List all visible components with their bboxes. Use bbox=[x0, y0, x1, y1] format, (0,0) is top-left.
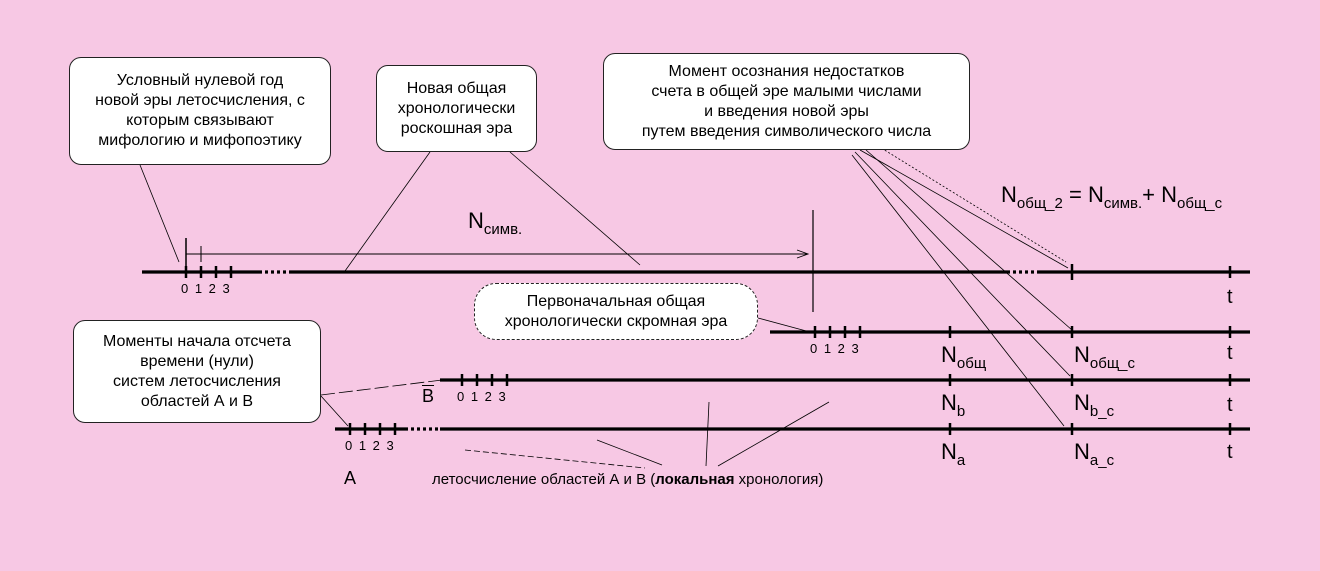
label-area-a: A bbox=[344, 468, 357, 488]
label-n-symb: Nсимв. bbox=[468, 208, 523, 238]
label-area-b: B bbox=[422, 386, 435, 406]
ptr-legend-1 bbox=[464, 449, 646, 469]
label-n-b-c: Nb_c bbox=[1074, 390, 1115, 420]
ptr-origins-a bbox=[320, 395, 349, 427]
legend-local-chronology: летосчисление областей А и В (локальная … bbox=[432, 471, 824, 488]
ticks-area-a: 0 1 2 3 bbox=[345, 438, 396, 453]
ptr-original-era bbox=[757, 317, 811, 333]
label-n-a-c: Na_c bbox=[1074, 439, 1115, 469]
ptr-origins-b bbox=[320, 379, 443, 396]
ptr-moment-2 bbox=[865, 149, 1073, 331]
callout-original-era: Первоначальная общая хронологически скро… bbox=[474, 283, 758, 340]
ptr-zero-year bbox=[139, 164, 180, 263]
formula-n-obsch-2: Nобщ_2 = Nсимв.+ Nобщ_с bbox=[1001, 182, 1223, 212]
label-t-3: t bbox=[1227, 394, 1233, 416]
label-n-b: Nb bbox=[941, 390, 966, 420]
callout-zero-year: Условный нулевой год новой эры летосчисл… bbox=[69, 57, 331, 165]
ticks-new-era: 0 1 2 3 bbox=[181, 281, 232, 296]
label-n-obsch-c: Nобщ_с bbox=[1074, 342, 1136, 372]
ptr-moment-4 bbox=[851, 154, 1065, 427]
ptr-legend-2 bbox=[596, 439, 663, 466]
ptr-legend-4 bbox=[717, 401, 830, 467]
ticks-area-b: 0 1 2 3 bbox=[457, 389, 508, 404]
ptr-moment-5 bbox=[877, 145, 1067, 263]
ptr-new-era-1 bbox=[344, 151, 431, 272]
callout-origins: Моменты начала отсчета времени (нули) си… bbox=[73, 320, 321, 423]
label-n-a: Na bbox=[941, 439, 966, 469]
callout-moment: Момент осознания недостатков счета в общ… bbox=[603, 53, 970, 150]
ptr-moment-1 bbox=[859, 149, 1069, 269]
callout-new-era: Новая общая хронологически роскошная эра bbox=[376, 65, 537, 152]
label-n-obsch: Nобщ bbox=[941, 342, 987, 372]
label-t-1: t bbox=[1227, 286, 1233, 308]
ptr-moment-3 bbox=[854, 151, 1071, 377]
ptr-new-era-2 bbox=[509, 151, 641, 266]
ptr-legend-3 bbox=[705, 401, 710, 467]
label-t-2: t bbox=[1227, 342, 1233, 364]
nsymb-arrow bbox=[796, 249, 810, 259]
label-t-4: t bbox=[1227, 441, 1233, 463]
ticks-original-era: 0 1 2 3 bbox=[810, 341, 861, 356]
